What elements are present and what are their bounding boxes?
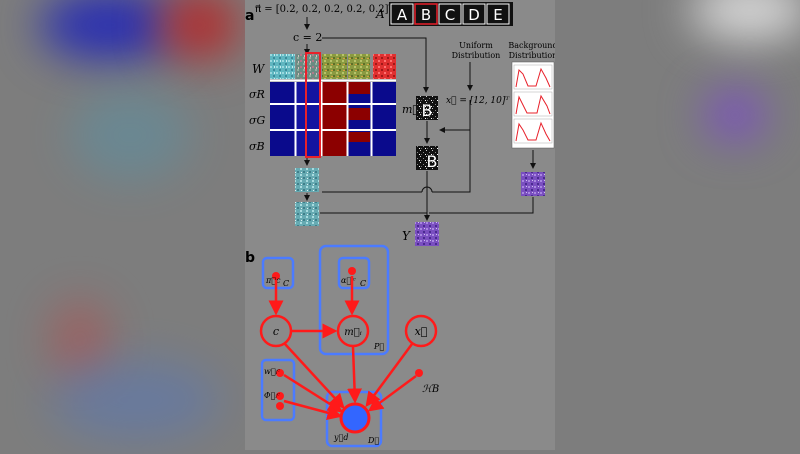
histogram-red [515, 67, 551, 88]
background-label-1: Background [508, 41, 555, 50]
line-x-to-fg [432, 130, 471, 193]
edge-hb-to-y [367, 374, 417, 412]
bg-blur-blue-bottom-left [50, 360, 220, 440]
edge-w-to-y [283, 373, 344, 413]
background-sample-image [521, 172, 545, 196]
plate-c2-label: C [360, 279, 366, 288]
node-x-label: x⃗ [415, 325, 428, 338]
w-label: W [252, 62, 266, 76]
w-label-b: w⃗ᵢᶜ [264, 367, 280, 376]
node-y [339, 402, 371, 434]
w-row [270, 54, 396, 79]
sigma-g-label: σG [249, 114, 266, 127]
letter-box-c [438, 3, 462, 25]
letter-d: D [468, 6, 480, 24]
sigma-cell-red-r [348, 82, 370, 94]
phi-dot-2 [276, 402, 284, 410]
letter-box-a [390, 3, 414, 25]
letter-strip: A B C D E [389, 2, 513, 26]
edge-x-to-y [365, 343, 414, 408]
bg-blur-white-right [690, 0, 800, 40]
w-cell-5 [373, 54, 396, 79]
node-y-label: y⃗d [333, 433, 348, 442]
sigma-matrix [270, 79, 396, 156]
line-bg-to-y [429, 197, 534, 214]
alpha-label: α⃗ᵢᶜ [341, 276, 356, 285]
node-c-label: c [273, 325, 279, 338]
figure-svg: a π⃗ = [0.2, 0.2, 0.2, 0.2, 0.2]ᵀ A A B … [245, 2, 558, 448]
letter-a: A [397, 6, 408, 24]
pi-c-dot [272, 272, 280, 280]
edge-m-to-y [347, 346, 363, 404]
bg-blur-teal-left [70, 90, 190, 180]
bg-blur-red-left [160, 0, 240, 60]
w-cell-3 [322, 54, 347, 79]
sigma-r-label: σR [249, 88, 265, 101]
c-equation: c = 2 [293, 31, 322, 44]
letter-box-d [462, 3, 486, 25]
hb-label: ℋB [422, 384, 439, 395]
m-label: m⃗ [402, 103, 419, 116]
x-equation: x⃗ = [12, 10]ᵀ [446, 96, 510, 106]
node-m [336, 314, 370, 348]
bg-blur-blue-left [40, 0, 180, 60]
plate-cxp [260, 358, 296, 422]
sigma-b-label: σB [249, 140, 265, 153]
w-dot [276, 369, 284, 377]
sigma-col-3-red [322, 82, 347, 156]
plate-d-label: D⃗ [367, 436, 379, 445]
sigma-col-2 [296, 82, 321, 156]
uniform-label-1: Uniform [459, 41, 493, 50]
node-x [404, 314, 438, 348]
sigma-cell-red-b [348, 132, 370, 142]
m-mask-image [416, 96, 438, 120]
pi-equation: π⃗ = [0.2, 0.2, 0.2, 0.2, 0.2]ᵀ [255, 4, 394, 15]
letter-e: E [493, 6, 502, 24]
letter-box-e [486, 3, 510, 25]
edge-c-to-y [284, 343, 345, 409]
foreground-masked-image [295, 202, 319, 226]
phi-dot [276, 392, 284, 400]
plate-alpha-c [337, 256, 371, 290]
bg-blur-purple-right [705, 90, 765, 140]
w-cell-4 [348, 54, 370, 79]
node-m-label: m⃗ᵢ [344, 327, 362, 338]
histogram-blue [515, 121, 551, 142]
alpha-dot [348, 267, 356, 275]
w-cell-1 [270, 54, 295, 79]
background-label-2: Distribution [509, 51, 555, 60]
phi-label: Φ⃗ᵢᶜ [264, 391, 280, 400]
uniform-label-2: Distribution [452, 51, 501, 60]
sigma-cell-red-g [348, 108, 370, 120]
histogram-green [515, 94, 551, 115]
noisy-mask-image [416, 146, 438, 170]
noisy-b-glyph: B [427, 152, 438, 171]
letter-c: C [445, 6, 455, 24]
arrow-c-to-m [322, 37, 429, 93]
plate-c-label: C [283, 279, 289, 288]
alphabet-label: A [375, 7, 385, 21]
panel-a-label: a [245, 8, 254, 24]
plate-p-label: P⃗ [373, 342, 384, 351]
hb-dot [415, 369, 423, 377]
plate-pi-c [261, 256, 295, 290]
letter-b: B [421, 6, 431, 24]
foreground-sample-image [295, 168, 319, 192]
edge-phi-to-y [283, 399, 343, 421]
y-label: Y [402, 229, 411, 243]
letter-box-b [414, 3, 438, 25]
pi-c-label: π⃗c [265, 276, 281, 285]
w-cell-2 [296, 54, 321, 79]
y-output-image [415, 222, 439, 246]
background-histograms [511, 61, 555, 149]
node-c [259, 314, 293, 348]
m-b-glyph: B [422, 101, 433, 120]
panel-b-label: b [245, 250, 255, 266]
selected-column-highlight [305, 52, 321, 158]
figure-panel: a π⃗ = [0.2, 0.2, 0.2, 0.2, 0.2]ᵀ A A B … [245, 0, 558, 450]
